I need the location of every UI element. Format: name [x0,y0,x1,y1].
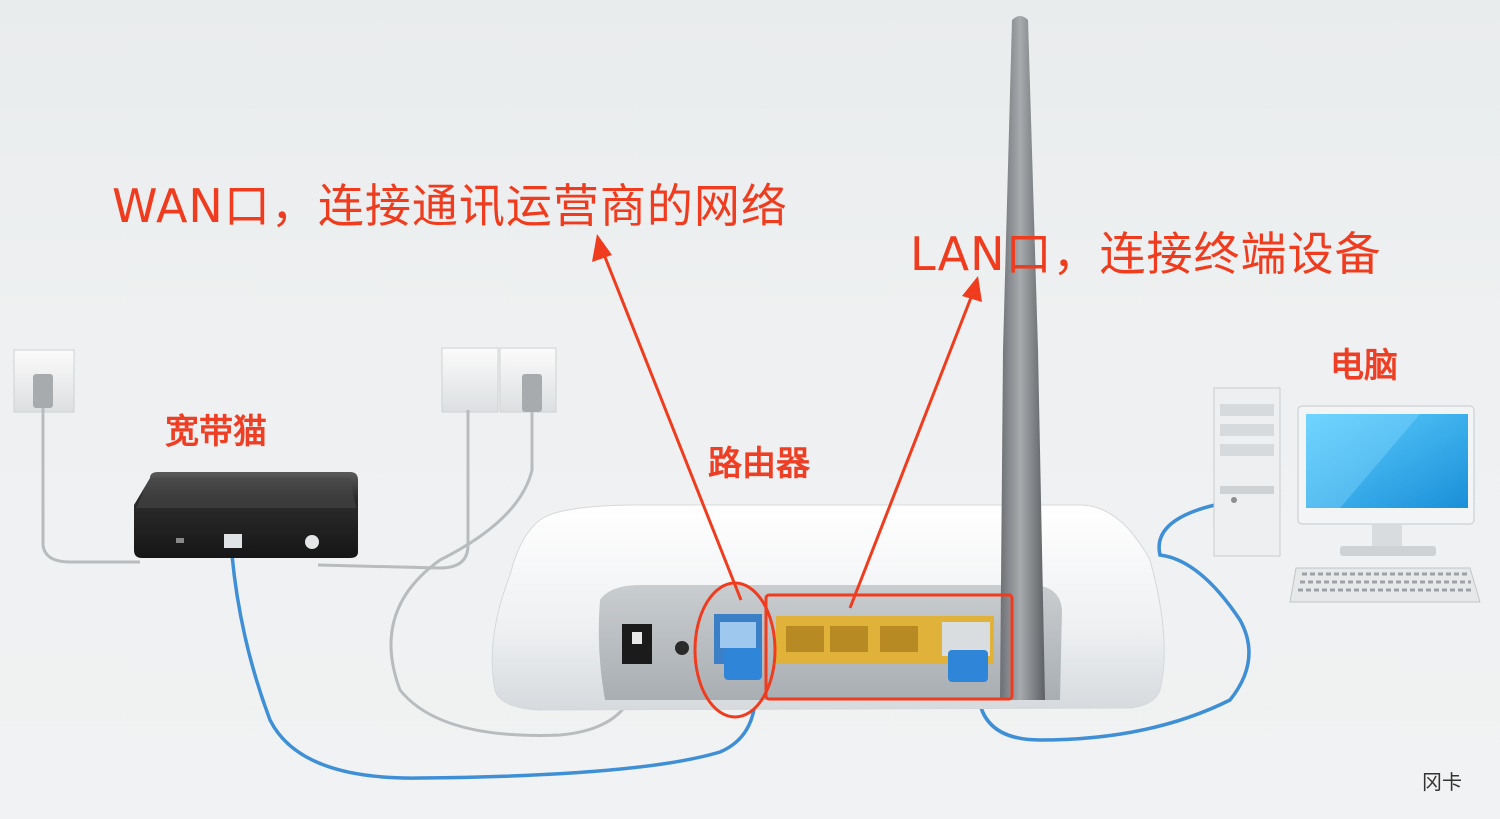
ethernet-cables [230,503,1251,780]
lan-port-label: LAN口，连接终端设备 [910,227,1382,281]
computer-keyboard [1289,567,1481,603]
computer-monitor [1297,405,1475,556]
wall-socket-right [441,347,557,413]
computer-label: 电脑 [1330,346,1398,386]
watermark: 冈卡 [1422,770,1462,794]
computer-tower [1213,387,1281,557]
router-antenna [1000,16,1045,700]
modem-label: 宽带猫 [165,412,267,452]
callout-arrows [592,234,982,609]
wan-arrow [601,251,743,601]
modem-device [134,472,358,558]
wan-port-label: WAN口，连接通讯运营商的网络 [112,179,788,233]
wall-socket-left [13,349,75,413]
power-cables [41,408,640,737]
lan-ports-highlight [764,593,1014,701]
router-label: 路由器 [708,444,810,484]
router-device [491,504,1165,711]
lan-arrow [848,294,974,609]
